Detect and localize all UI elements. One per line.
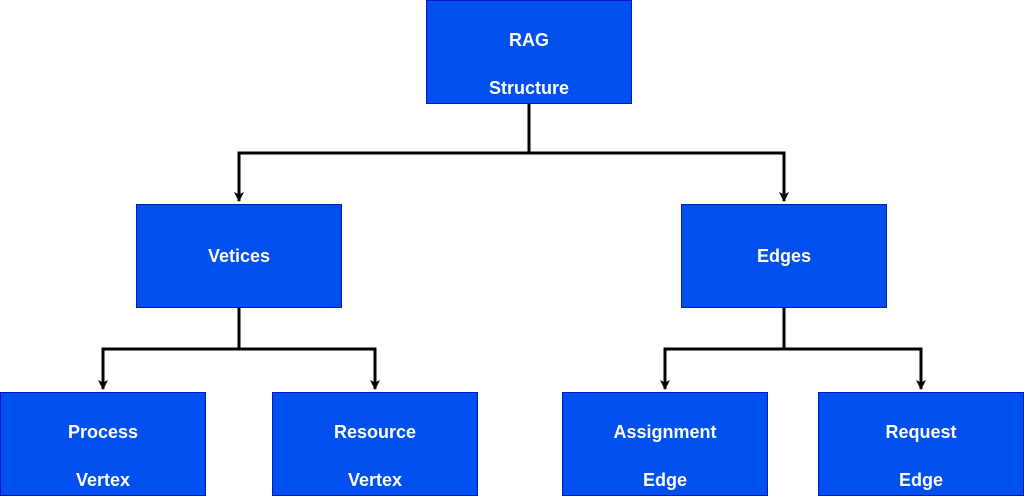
node-vertices-label: Vetices <box>207 246 271 266</box>
node-request-edge-label: Request Edge <box>885 396 956 492</box>
node-resource-vertex: Resource Vertex <box>272 392 478 496</box>
connector-edges-to-assignment <box>660 347 784 390</box>
connector-vertices-to-process <box>98 347 239 390</box>
node-assignment-edge-line2: Edge <box>642 470 687 490</box>
node-process-vertex-line2: Vertex <box>75 470 131 490</box>
node-process-vertex: Process Vertex <box>0 392 206 496</box>
connector-root-to-edges <box>529 151 789 202</box>
node-rag-structure-line1: RAG <box>508 30 549 50</box>
node-rag-structure-label: RAG Structure <box>489 4 569 100</box>
node-vertices: Vetices <box>136 204 342 308</box>
node-rag-structure-line2: Structure <box>488 78 569 98</box>
node-edges-label: Edges <box>756 246 812 266</box>
node-request-edge-line2: Edge <box>898 470 943 490</box>
node-assignment-edge-label: Assignment Edge <box>613 396 716 492</box>
node-request-edge-line1: Request <box>885 422 957 442</box>
node-rag-structure: RAG Structure <box>426 0 632 104</box>
node-process-vertex-line1: Process <box>67 422 139 442</box>
connector-root-to-vertices <box>234 151 529 202</box>
connector-edges-to-request <box>784 347 926 390</box>
node-edges: Edges <box>681 204 887 308</box>
node-assignment-edge-line1: Assignment <box>613 422 717 442</box>
connector-vertices-to-resource <box>239 347 380 390</box>
node-resource-vertex-line2: Vertex <box>347 470 403 490</box>
node-assignment-edge: Assignment Edge <box>562 392 768 496</box>
node-request-edge: Request Edge <box>818 392 1024 496</box>
node-resource-vertex-line1: Resource <box>333 422 417 442</box>
node-resource-vertex-label: Resource Vertex <box>334 396 416 492</box>
node-process-vertex-label: Process Vertex <box>68 396 138 492</box>
